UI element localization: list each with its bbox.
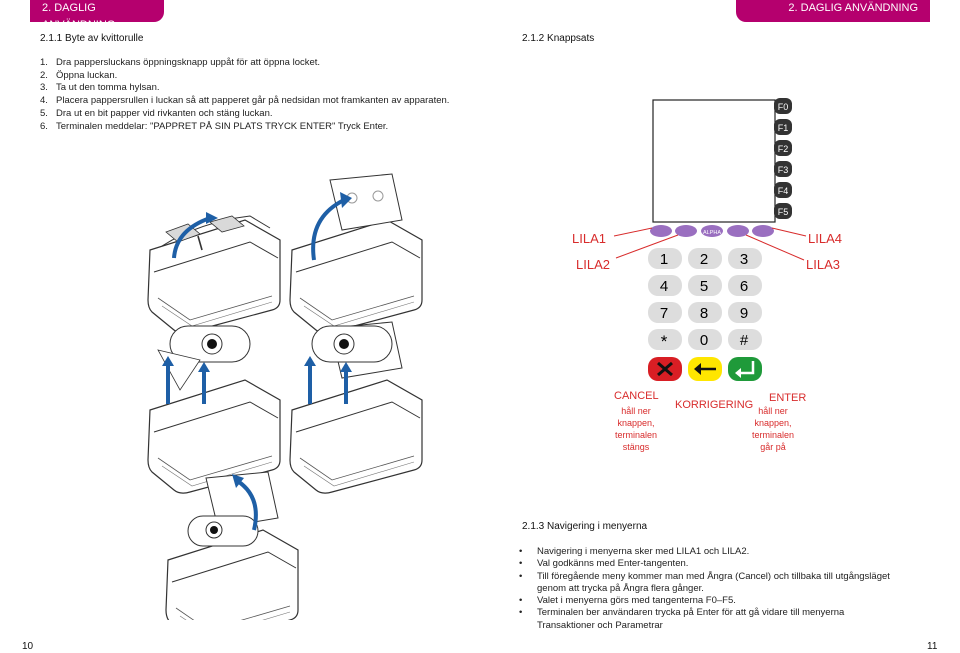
label-lila1: LILA1 bbox=[572, 231, 606, 246]
step-item: 6.Terminalen meddelar: "PAPPRET PÅ SIN P… bbox=[40, 120, 389, 132]
alpha-label: ALPHA bbox=[703, 230, 721, 236]
svg-text:5: 5 bbox=[700, 278, 708, 295]
svg-text:håll ner: håll ner bbox=[621, 406, 651, 416]
svg-text:6: 6 bbox=[740, 278, 748, 295]
key-enter[interactable] bbox=[728, 357, 762, 381]
arrow-left-icon bbox=[694, 363, 716, 375]
printer-illustration-3 bbox=[147, 325, 281, 494]
label-lila3: LILA3 bbox=[806, 257, 840, 272]
key-lila2[interactable] bbox=[675, 225, 697, 237]
key-star[interactable] bbox=[648, 329, 682, 350]
svg-text:8: 8 bbox=[700, 305, 708, 322]
keypad-diagram: F0 F1 F2 F3 F4 F5 ALPHA LILA1 LILA2 LILA… bbox=[572, 98, 842, 452]
enter-return-icon bbox=[735, 361, 755, 378]
key-f1[interactable] bbox=[774, 119, 792, 135]
key-f3[interactable] bbox=[774, 161, 792, 177]
terminal-screen bbox=[652, 99, 776, 223]
svg-text:terminalen: terminalen bbox=[752, 430, 794, 440]
svg-text:stängs: stängs bbox=[623, 442, 650, 452]
label-lila4: LILA4 bbox=[808, 231, 842, 246]
key-6[interactable] bbox=[728, 275, 762, 296]
step-item: 1.Dra pappersluckans öppningsknapp uppåt… bbox=[40, 57, 321, 68]
cancel-label: CANCEL bbox=[614, 390, 659, 402]
paper-roll-illustrations bbox=[147, 173, 423, 620]
section-title-byte-av-kvittorulle: 2.1.1 Byte av kvittorulle bbox=[40, 33, 144, 44]
label-lila2: LILA2 bbox=[576, 257, 610, 272]
svg-text:F4: F4 bbox=[778, 186, 789, 196]
steps-list: 1.Dra pappersluckans öppningsknapp uppåt… bbox=[40, 57, 450, 133]
page-number-left: 10 bbox=[22, 641, 34, 652]
page-number-right: 11 bbox=[927, 641, 938, 652]
key-lila3[interactable] bbox=[727, 225, 749, 237]
svg-text:knappen,: knappen, bbox=[617, 418, 654, 428]
navigation-list: Navigering i menyerna sker med LILA1 och… bbox=[519, 546, 899, 632]
printer-illustration-4 bbox=[289, 321, 423, 494]
key-hash[interactable] bbox=[728, 329, 762, 350]
svg-text:knappen,: knappen, bbox=[754, 418, 791, 428]
key-0[interactable] bbox=[688, 329, 722, 350]
svg-text:#: # bbox=[740, 332, 749, 349]
svg-text:1: 1 bbox=[660, 251, 668, 268]
step-item: 2.Öppna luckan. bbox=[40, 69, 118, 81]
key-9[interactable] bbox=[728, 302, 762, 323]
svg-text:7: 7 bbox=[660, 305, 668, 322]
svg-text:F5: F5 bbox=[778, 207, 789, 217]
list-item: Navigering i menyerna sker med LILA1 och… bbox=[519, 546, 899, 559]
key-4[interactable] bbox=[648, 275, 682, 296]
printer-illustration-2 bbox=[289, 173, 423, 334]
cancel-description: håll ner knappen, terminalen stängs bbox=[615, 406, 657, 452]
svg-text:håll ner: håll ner bbox=[758, 406, 788, 416]
enter-description: håll ner knappen, terminalen går på bbox=[752, 406, 794, 452]
svg-text:F0: F0 bbox=[778, 102, 789, 112]
key-f0[interactable] bbox=[774, 98, 792, 114]
key-5[interactable] bbox=[688, 275, 722, 296]
svg-text:2: 2 bbox=[700, 251, 708, 268]
printer-illustration-5 bbox=[165, 471, 299, 620]
step-item: 4.Placera pappersrullen i luckan så att … bbox=[40, 95, 450, 107]
list-item: Valet i menyerna görs med tangenterna F0… bbox=[519, 595, 899, 608]
section-title-knappsats: 2.1.2 Knappsats bbox=[522, 33, 595, 44]
key-8[interactable] bbox=[688, 302, 722, 323]
function-keys: F0 F1 F2 F3 F4 F5 bbox=[774, 98, 792, 219]
key-f5[interactable] bbox=[774, 203, 792, 219]
key-lila4[interactable] bbox=[752, 225, 774, 237]
enter-label: ENTER bbox=[769, 392, 806, 404]
section-title-navigering: 2.1.3 Navigering i menyerna bbox=[522, 521, 648, 532]
list-item: Val godkänns med Enter-tangenten. bbox=[519, 558, 899, 571]
svg-text:*: * bbox=[661, 332, 668, 351]
chapter-tab-left: 2. DAGLIG ANVÄNDNING bbox=[30, 0, 164, 31]
korrigering-label: KORRIGERING bbox=[675, 399, 753, 411]
chapter-tab-right: 2. DAGLIG ANVÄNDNING bbox=[736, 0, 930, 22]
digit-keys: 1 2 3 4 5 6 7 8 9 * 0 # bbox=[648, 248, 762, 351]
key-alpha[interactable] bbox=[701, 225, 723, 237]
key-f2[interactable] bbox=[774, 140, 792, 156]
key-2[interactable] bbox=[688, 248, 722, 269]
svg-text:F1: F1 bbox=[778, 123, 789, 133]
printer-illustration-1 bbox=[147, 212, 281, 334]
svg-text:3: 3 bbox=[740, 251, 748, 268]
svg-text:F2: F2 bbox=[778, 144, 789, 154]
key-lila1[interactable] bbox=[650, 225, 672, 237]
svg-text:4: 4 bbox=[660, 278, 668, 295]
step-item: 5.Dra ut en bit papper vid rivkanten och… bbox=[40, 107, 273, 119]
svg-text:går på: går på bbox=[760, 442, 786, 452]
key-f4[interactable] bbox=[774, 182, 792, 198]
list-item: Terminalen ber användaren trycka på Ente… bbox=[519, 607, 899, 632]
key-3[interactable] bbox=[728, 248, 762, 269]
svg-text:0: 0 bbox=[700, 332, 708, 349]
svg-text:9: 9 bbox=[740, 305, 748, 322]
key-1[interactable] bbox=[648, 248, 682, 269]
svg-text:terminalen: terminalen bbox=[615, 430, 657, 440]
key-7[interactable] bbox=[648, 302, 682, 323]
list-item: Till föregående meny kommer man med Ångr… bbox=[519, 571, 899, 596]
cancel-x-icon bbox=[657, 361, 673, 377]
svg-text:F3: F3 bbox=[778, 165, 789, 175]
step-item: 3.Ta ut den tomma hylsan. bbox=[40, 82, 160, 94]
